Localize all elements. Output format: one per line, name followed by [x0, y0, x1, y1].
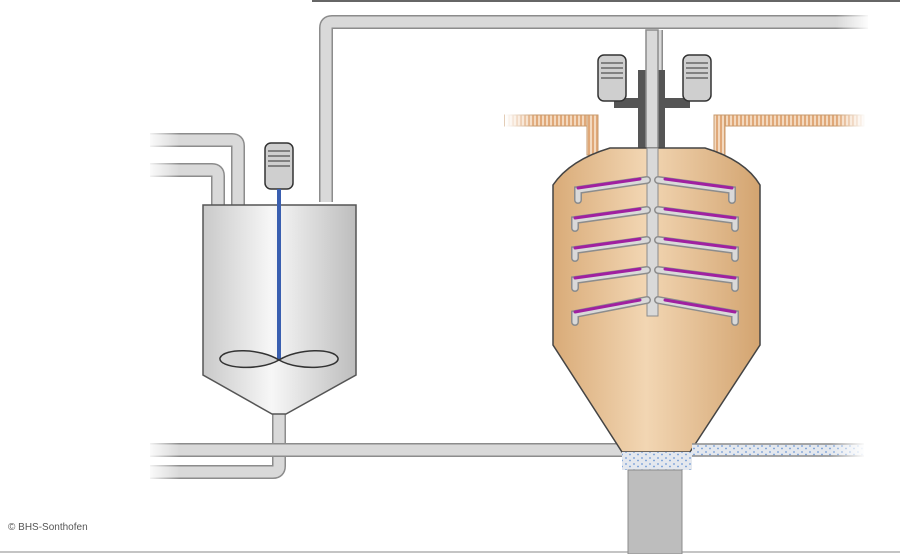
dryer-vessel: [552, 29, 761, 554]
pipe-fades: [146, 12, 870, 482]
dryer-blades: [571, 176, 739, 326]
motor-icon: [264, 142, 294, 190]
impeller: [219, 350, 339, 369]
motor-icon: [682, 54, 712, 102]
powder-outlet: [622, 452, 692, 470]
mixing-vessel: [202, 142, 357, 415]
powder-discharge-pipe: [692, 440, 866, 460]
vapor-outlets: [504, 112, 866, 156]
motor-icon: [597, 54, 627, 102]
copyright-notice: © BHS-Sonthofen: [8, 522, 88, 533]
discharge-chute: [627, 469, 683, 554]
